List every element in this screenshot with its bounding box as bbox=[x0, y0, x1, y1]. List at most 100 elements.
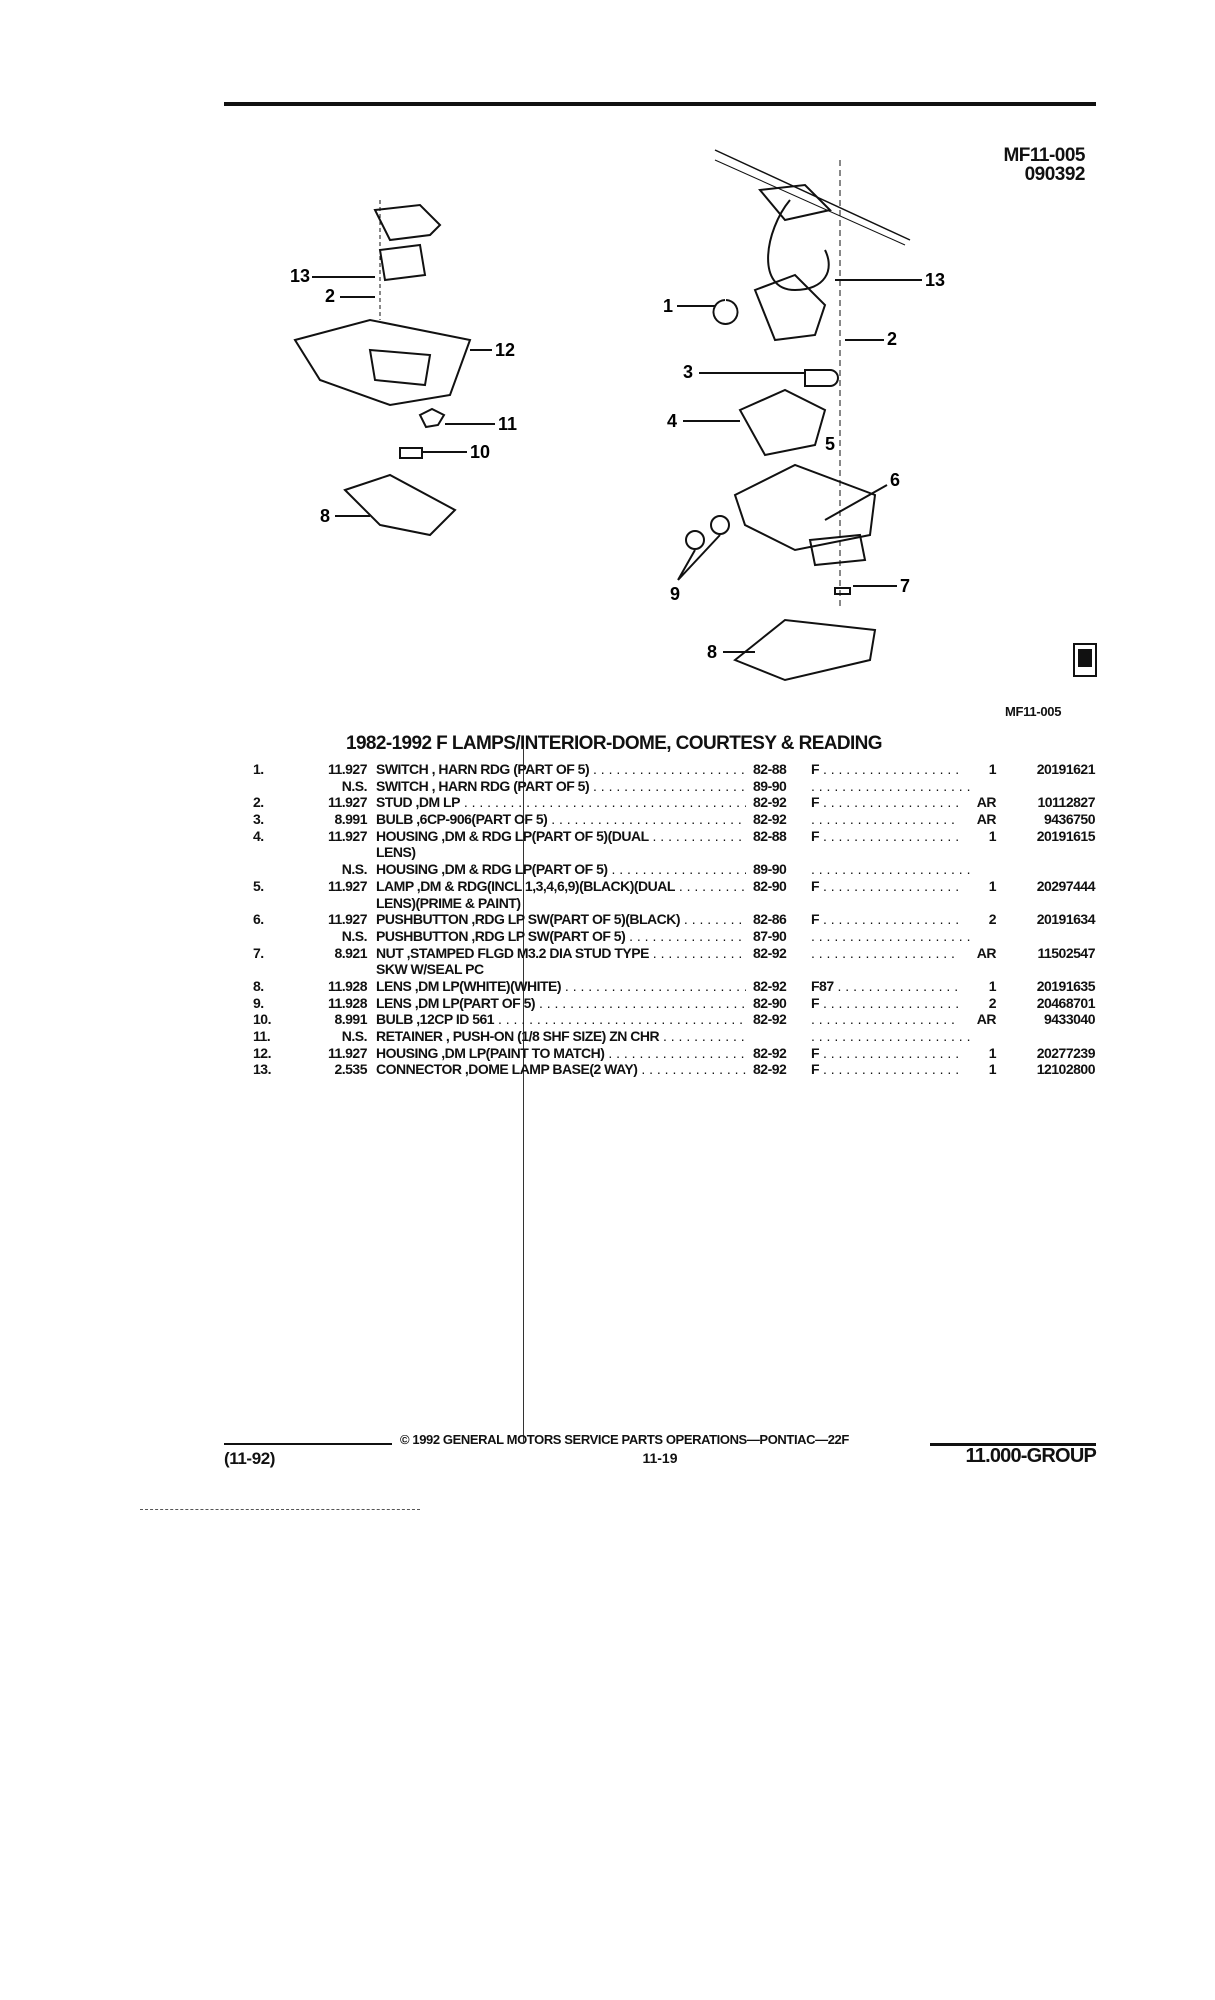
callout-10: 10 bbox=[470, 442, 490, 462]
callout-12: 12 bbox=[495, 340, 515, 360]
part-description: LENS ,DM LP(PART OF 5) bbox=[376, 995, 746, 1012]
group-code: 11.928 bbox=[327, 977, 368, 994]
item-number: 7. bbox=[253, 944, 264, 961]
part-number: 20191615 bbox=[1036, 827, 1096, 844]
group-code: 11.928 bbox=[327, 994, 368, 1011]
part-number: 20297444 bbox=[1036, 877, 1096, 894]
callout-13: 13 bbox=[290, 266, 310, 286]
model-years: 89-90 bbox=[753, 777, 787, 794]
nut-part bbox=[834, 587, 851, 595]
table-row-continuation: LENS) bbox=[250, 844, 1100, 861]
table-row: N.S.PUSHBUTTON ,RDG LP SW(PART OF 5)87-9… bbox=[250, 928, 1100, 945]
part-number: 9433040 bbox=[1043, 1011, 1096, 1028]
body-code bbox=[811, 1028, 971, 1045]
part-description: HOUSING ,DM & RDG LP(PART OF 5) bbox=[376, 861, 746, 878]
callout-8: 8 bbox=[320, 506, 330, 526]
quantity: 1 bbox=[960, 761, 997, 778]
part-description: HOUSING ,DM LP(PAINT TO MATCH) bbox=[376, 1045, 746, 1062]
group-code: 8.991 bbox=[334, 811, 367, 828]
lamp-part bbox=[733, 463, 877, 567]
quantity: AR bbox=[960, 811, 997, 828]
group-code: N.S. bbox=[341, 927, 368, 944]
model-years: 82-92 bbox=[753, 977, 787, 994]
body-code: F bbox=[811, 911, 971, 928]
part-description: SKW W/SEAL PC bbox=[376, 961, 484, 978]
item-number: 6. bbox=[253, 911, 264, 928]
item-number: 9. bbox=[253, 994, 264, 1011]
figure-reference: MF11-005 090392 bbox=[900, 146, 1085, 184]
callout-4: 4 bbox=[667, 411, 677, 431]
lens-part bbox=[685, 530, 705, 550]
group-code: N.S. bbox=[341, 1028, 368, 1044]
body-code: F bbox=[811, 828, 971, 845]
part-number: 10112827 bbox=[1037, 794, 1095, 811]
callout-1: 1 bbox=[663, 296, 673, 316]
part-description: SWITCH , HARN RDG (PART OF 5) bbox=[376, 761, 746, 778]
bulb-part bbox=[399, 447, 423, 459]
scan-artifact-line bbox=[140, 1509, 420, 1510]
harness-part bbox=[767, 199, 830, 292]
footer-date: (11-92) bbox=[224, 1449, 276, 1468]
footer-rule-left bbox=[224, 1443, 392, 1445]
footer-copyright: © 1992 GENERAL MOTORS SERVICE PARTS OPER… bbox=[400, 1432, 849, 1447]
part-description: SWITCH , HARN RDG (PART OF 5) bbox=[376, 778, 746, 795]
figure-ref-code: MF11-005 bbox=[1003, 145, 1085, 166]
model-years: 82-92 bbox=[753, 811, 787, 828]
part-description: CONNECTOR ,DOME LAMP BASE(2 WAY) bbox=[376, 1061, 746, 1078]
model-years: 82-88 bbox=[753, 761, 787, 777]
body-code bbox=[811, 945, 971, 962]
part-description: LENS) bbox=[376, 844, 416, 861]
callout-6: 6 bbox=[890, 470, 900, 490]
part-description: PUSHBUTTON ,RDG LP SW(PART OF 5) bbox=[376, 928, 746, 945]
footer-group: 11.000-GROUP bbox=[965, 1445, 1097, 1467]
housing-part bbox=[293, 318, 472, 407]
quantity: 1 bbox=[960, 827, 997, 845]
group-code: 11.927 bbox=[327, 1044, 368, 1061]
parts-table: 1. 11.927 SWITCH , HARN RDG (PART OF 5) 82-… bbox=[250, 761, 1100, 1079]
model-years: 82-92 bbox=[753, 944, 787, 961]
item-number: 10. bbox=[253, 1011, 271, 1028]
part-number: 20191634 bbox=[1036, 911, 1096, 928]
switch-part bbox=[712, 273, 827, 342]
group-code: 2.535 bbox=[334, 1061, 367, 1078]
group-code: 11.927 bbox=[327, 794, 368, 811]
table-row: N.S.HOUSING ,DM & RDG LP(PART OF 5)89-90 bbox=[250, 861, 1100, 878]
part-number: 9436750 bbox=[1043, 811, 1096, 828]
model-years: 82-92 bbox=[753, 794, 787, 811]
quantity: AR bbox=[960, 944, 997, 962]
retainer-part bbox=[418, 407, 446, 429]
quantity: 1 bbox=[960, 877, 997, 895]
body-code: F bbox=[811, 794, 971, 811]
callout-7: 7 bbox=[900, 576, 910, 596]
part-number: 20277239 bbox=[1036, 1044, 1096, 1061]
figure-ref-date: 090392 bbox=[1024, 164, 1086, 185]
part-description: PUSHBUTTON ,RDG LP SW(PART OF 5)(BLACK) bbox=[376, 911, 746, 928]
quantity: 2 bbox=[960, 911, 997, 928]
part-number: 11502547 bbox=[1037, 944, 1095, 961]
group-code: 11.927 bbox=[327, 877, 368, 894]
top-rule bbox=[224, 102, 1096, 106]
group-code: 8.991 bbox=[334, 1011, 367, 1028]
model-years: 82-88 bbox=[753, 827, 787, 844]
item-number: 2. bbox=[253, 794, 264, 811]
bulb-part bbox=[804, 369, 839, 387]
part-description: NUT ,STAMPED FLGD M3.2 DIA STUD TYPE bbox=[376, 945, 746, 962]
item-number: 1. bbox=[253, 761, 264, 777]
quantity: 2 bbox=[960, 994, 997, 1012]
part-description: HOUSING ,DM & RDG LP(PART OF 5)(DUAL bbox=[376, 828, 746, 845]
lens-part bbox=[343, 473, 457, 537]
part-number: 12102800 bbox=[1036, 1061, 1096, 1078]
part-number: 20191621 bbox=[1036, 761, 1096, 777]
item-number: 8. bbox=[253, 977, 264, 994]
part-description: BULB ,12CP ID 561 bbox=[376, 1011, 746, 1028]
body-code: F bbox=[811, 995, 971, 1012]
